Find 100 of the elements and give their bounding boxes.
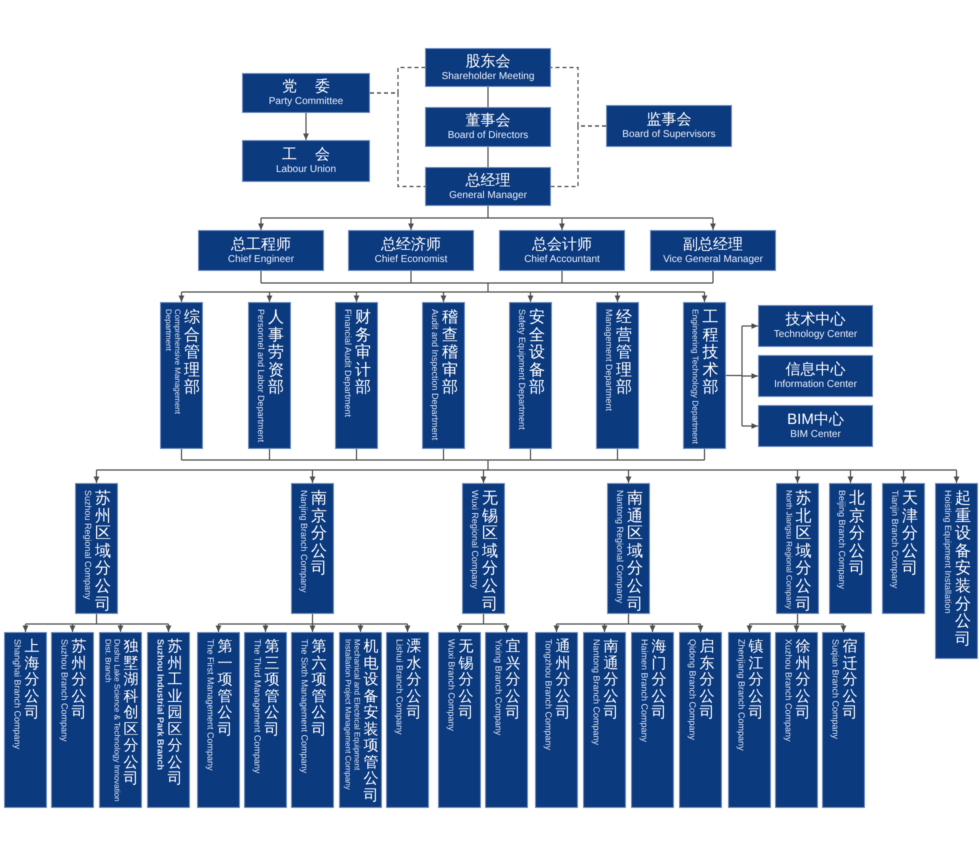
- node-title: 上海分公司: [24, 639, 40, 722]
- node-title: 苏州区域分公司: [94, 490, 111, 614]
- node-title: 无锡分公司: [458, 639, 474, 722]
- node-subtitle: Information Center: [774, 379, 857, 391]
- org-box: [596, 302, 639, 449]
- node-title: 第三项管公司: [264, 639, 280, 738]
- org-box: [75, 483, 118, 614]
- node-title: 南通分公司: [603, 639, 618, 722]
- connector-line: [712, 271, 714, 283]
- node-title: 通州分公司: [555, 639, 570, 722]
- node-subtitle: Beijing Branch Company: [836, 490, 846, 590]
- node-subtitle: Chief Engineer: [228, 254, 294, 266]
- org-box: [51, 632, 94, 808]
- arrow: [614, 292, 620, 302]
- org-box: [438, 632, 481, 808]
- connector-line: [218, 623, 408, 625]
- node-subtitle: Safety Equipment Department: [516, 309, 526, 430]
- node-title: 股东会: [466, 52, 510, 70]
- connector-line: [260, 271, 262, 283]
- node-subtitle: Tongzhou Branch Company: [542, 639, 552, 750]
- connector-line: [442, 449, 444, 460]
- node-title: 总经济师: [381, 236, 441, 254]
- org-box: [728, 632, 771, 808]
- node-subtitle: Mechanical and Electrical Equipment Installation Project Management Company: [342, 639, 360, 792]
- node-title: 南通区域分公司: [626, 490, 643, 614]
- arrow: [22, 624, 28, 632]
- node-title: 徐州分公司: [795, 639, 810, 722]
- node-subtitle: The Sixth Management Company: [298, 639, 308, 774]
- node-title: 稽查稽审部: [442, 309, 458, 397]
- connector-line: [96, 469, 956, 471]
- node-title: 无锡区域分公司: [482, 490, 498, 614]
- connector-line: [261, 217, 713, 219]
- org-box: [758, 305, 873, 347]
- connector-line: [410, 271, 412, 283]
- org-box: [99, 632, 142, 808]
- node-title: 苏北区域分公司: [795, 490, 812, 614]
- org-box: [882, 483, 925, 614]
- arrow: [559, 218, 565, 230]
- connector-line: [268, 449, 270, 460]
- node-title: 经营管理部: [616, 309, 632, 397]
- arrow: [358, 624, 364, 632]
- org-box: [775, 632, 818, 808]
- connector-line: [312, 614, 314, 624]
- node-title: 总工程师: [231, 236, 291, 254]
- node-subtitle: Comprehensive Management Department: [163, 309, 181, 416]
- arrow: [848, 470, 854, 483]
- arrow: [794, 624, 800, 632]
- node-title: 安全设备部: [528, 309, 545, 397]
- node-title: 总经理: [466, 172, 510, 190]
- org-box: [197, 632, 240, 808]
- node-title: 苏州工业园区分公司: [167, 639, 182, 788]
- arrow: [404, 624, 410, 632]
- connector-line: [182, 291, 704, 293]
- arrow: [216, 624, 222, 632]
- node-title: 工程技术部: [702, 309, 719, 397]
- connector-line: [26, 623, 168, 625]
- arrow: [554, 624, 560, 632]
- arrow: [794, 470, 800, 483]
- arrow: [626, 470, 632, 483]
- org-box: [606, 105, 732, 147]
- arrow: [178, 292, 184, 302]
- org-box: [386, 632, 429, 808]
- org-box: [822, 632, 865, 808]
- arrow: [258, 218, 264, 230]
- org-box: [485, 632, 528, 808]
- connector-line: [182, 459, 704, 461]
- node-title: 北京分公司: [848, 490, 865, 578]
- node-subtitle: BIM Center: [790, 429, 841, 441]
- node-subtitle: Shareholder Meeting: [442, 70, 534, 82]
- node-title: 财务审计部: [354, 309, 371, 397]
- node-title: 副总经理: [683, 236, 743, 254]
- org-box: [291, 632, 334, 808]
- org-box: [147, 632, 190, 808]
- org-box: [679, 632, 722, 808]
- org-box: [425, 107, 551, 147]
- node-subtitle: Technology Center: [774, 329, 858, 341]
- node-title: 技术中心: [786, 311, 846, 329]
- node-subtitle: Qidong Branch Company: [686, 639, 696, 740]
- node-title: 总会计师: [532, 236, 592, 254]
- org-box: [650, 230, 776, 271]
- arrow: [900, 470, 906, 483]
- node-subtitle: Audit and Inspection Department: [429, 309, 439, 440]
- arrow: [456, 624, 462, 632]
- arrow: [262, 624, 268, 632]
- node-subtitle: Management Department: [603, 309, 613, 412]
- org-box: [462, 483, 505, 614]
- arrow: [354, 292, 360, 302]
- arrow: [408, 218, 414, 230]
- node-subtitle: Xuzhou Branch Company: [782, 639, 792, 742]
- node-title: 监事会: [646, 111, 692, 129]
- arrow: [266, 292, 272, 302]
- org-box: [339, 632, 382, 808]
- arrow: [742, 423, 758, 429]
- connector-line: [487, 283, 489, 292]
- dashed-connector: [370, 92, 425, 188]
- node-subtitle: Suqian Branch Company: [830, 639, 840, 740]
- arrow: [742, 323, 758, 329]
- node-title: 工 会: [282, 146, 330, 164]
- node-title: 起重设备安装分公司: [954, 490, 971, 648]
- org-box: [935, 483, 978, 659]
